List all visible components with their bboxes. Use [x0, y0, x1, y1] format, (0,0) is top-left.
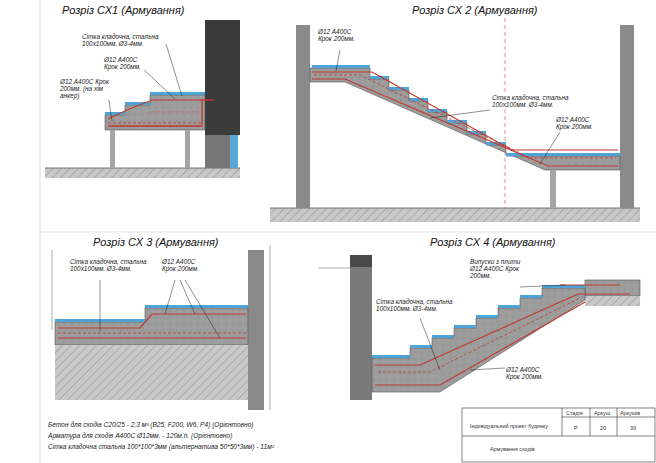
rebar-callout: Ø12 А400С Крок 200мм. — [318, 28, 362, 42]
title-cell: Індивідуальний проект будинку — [470, 423, 548, 429]
mesh-callout: Сітка кладочна, стальна 100x100мм. Ø3-4м… — [82, 33, 164, 47]
section-title: Розріз СХ1 (Армування) — [62, 4, 184, 16]
section-title: Розріз СХ 2 (Армування) — [412, 4, 538, 16]
title-cell: Р — [574, 425, 578, 431]
spec-note: Бетон для сходів С20/25 - 2,3 м³ (В25, F… — [48, 421, 254, 428]
title-cell: Аркушів — [620, 410, 640, 416]
mesh-callout: Сітка кладочна, стальна 100x100мм. Ø3-4м… — [376, 298, 458, 312]
section-title: Розріз СХ 4 (Армування) — [430, 236, 556, 248]
rebar-callout: Ø12 А400С Крок 200мм. — [556, 116, 600, 130]
title-cell: 39 — [630, 425, 636, 431]
title-cell: Армування сходів — [490, 446, 535, 452]
title-cell: Стадія — [566, 410, 583, 416]
rebar-callout: Випуски з плити Ø12 А400С Крок 200мм. — [470, 258, 522, 280]
title-cell: Аркуш — [594, 410, 610, 416]
mesh-callout: Сітка кладочна, стальна 100x100мм. Ø3-4м… — [70, 258, 152, 272]
rebar-callout: Ø12 А400С Крок 200мм. — [506, 366, 550, 380]
spec-note: Сітка кладочна стальна 100*100*3мм (альт… — [48, 443, 274, 450]
title-cell: 20 — [600, 425, 606, 431]
section-title: Розріз СХ 3 (Армування) — [93, 236, 219, 248]
mesh-callout: Сітка кладочна, стальна 100x100мм. Ø3-4м… — [492, 94, 574, 108]
rebar-callout: Ø12 А400С Крок 200мм. — [162, 258, 206, 272]
rebar-callout: Ø12 А400С Крок 200мм. (на хім анкер) — [60, 78, 110, 100]
rebar-callout: Ø12 А400С Крок 200мм. — [104, 56, 148, 70]
spec-note: Арматура для сходів А400С Ø12мм. - 120м.… — [48, 432, 232, 439]
